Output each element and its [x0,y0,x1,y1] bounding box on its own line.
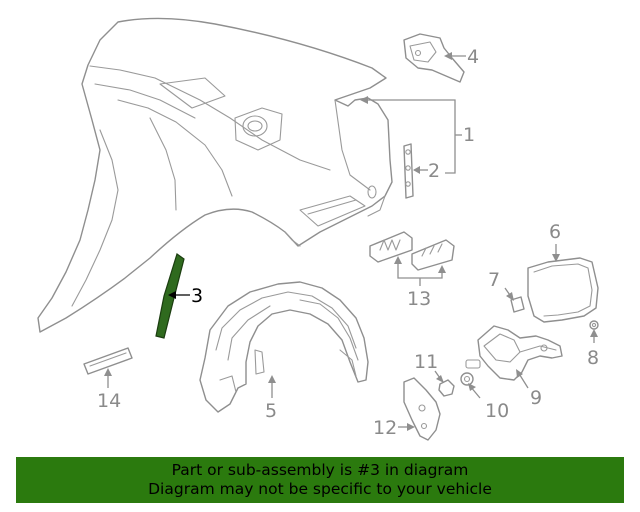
clip-strip [403,143,414,199]
grommet [589,320,599,330]
callout-4: 4 [467,46,479,68]
callout-12-leader [398,423,415,431]
callout-13: 13 [407,288,431,310]
callout-5-leader [268,375,276,398]
callout-13-leader [394,256,446,286]
callout-7-leader [504,287,514,301]
quarter-panel [37,17,393,333]
callout-1: 1 [463,124,475,146]
callout-3: 3 [191,285,203,307]
callout-6-leader [552,244,560,262]
parts-diagram: 1 2 3 4 5 [37,17,599,441]
ring-nut [460,372,474,386]
callout-10: 10 [485,400,509,422]
callout-12: 12 [373,417,397,439]
callout-8: 8 [587,347,599,369]
banner-line-2: Diagram may not be specific to your vehi… [148,480,492,498]
callout-2-leader [413,166,428,174]
callout-14-leader [104,368,112,388]
callout-7: 7 [488,269,500,291]
small-clip [510,296,525,313]
wheelhouse-liner [199,281,369,413]
retainer-clip [438,379,455,397]
vent-left [369,231,413,263]
callout-3-leader [168,291,190,299]
trim-piece [83,347,133,375]
callout-9: 9 [530,387,542,409]
fuel-door [527,257,599,323]
fuel-door-housing [465,325,563,381]
vent-right [411,239,455,271]
callout-11-leader [434,370,444,383]
callout-6: 6 [549,221,561,243]
callout-4-leader [444,52,466,60]
callout-9-leader [516,369,529,389]
info-banner: Part or sub-assembly is #3 in diagram Di… [16,457,624,503]
mounting-bracket [403,377,441,441]
callout-14: 14 [97,390,121,412]
callout-2: 2 [428,160,440,182]
callout-8-leader [590,329,598,343]
callout-1-leader [360,96,462,174]
bracket [403,33,465,83]
callout-5: 5 [265,400,277,422]
callout-10-leader [468,383,481,399]
banner-line-1: Part or sub-assembly is #3 in diagram [171,461,469,479]
callout-11: 11 [414,351,438,373]
